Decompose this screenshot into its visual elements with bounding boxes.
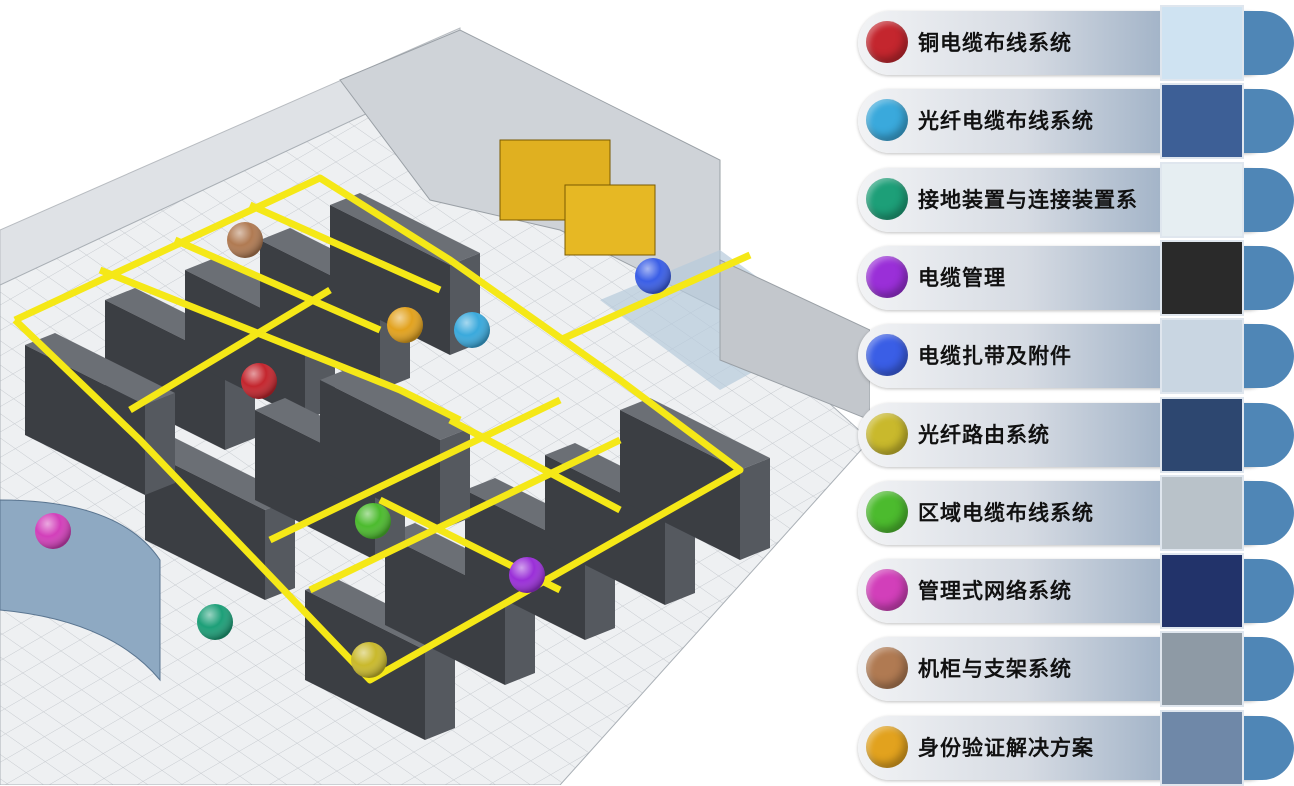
cable-tray bbox=[173, 236, 382, 334]
color-marker-icon bbox=[866, 647, 908, 690]
system-marker[interactable] bbox=[241, 363, 277, 399]
legend-label: 身份验证解决方案 bbox=[918, 735, 1094, 760]
color-marker-icon bbox=[866, 177, 908, 220]
legend-label: 区域电缆布线系统 bbox=[918, 500, 1094, 525]
legend-label: 光纤路由系统 bbox=[918, 422, 1050, 447]
legend-item[interactable]: 身份验证解决方案 bbox=[858, 709, 1294, 786]
legend-label: 光纤电缆布线系统 bbox=[918, 109, 1094, 134]
system-marker[interactable] bbox=[509, 557, 545, 593]
cable-tray bbox=[12, 174, 744, 684]
system-marker[interactable] bbox=[35, 513, 71, 549]
legend-item[interactable]: 光纤电缆布线系统 bbox=[858, 83, 1294, 160]
legend-label: 电缆扎带及附件 bbox=[918, 344, 1072, 369]
system-marker[interactable] bbox=[351, 642, 387, 678]
legend-item[interactable]: 机柜与支架系统 bbox=[858, 631, 1294, 708]
system-marker[interactable] bbox=[635, 258, 671, 294]
server-rack-row bbox=[320, 368, 470, 530]
product-thumbnail bbox=[1160, 631, 1244, 708]
legend-item[interactable]: 电缆扎带及附件 bbox=[858, 318, 1294, 395]
legend-label: 电缆管理 bbox=[918, 265, 1006, 290]
system-marker[interactable] bbox=[454, 312, 490, 348]
product-thumbnail bbox=[1160, 161, 1244, 238]
legend-item[interactable]: 接地装置与连接装置系 bbox=[858, 161, 1294, 238]
cable-tray bbox=[248, 201, 442, 294]
legend-item[interactable]: 电缆管理 bbox=[858, 239, 1294, 316]
color-marker-icon bbox=[866, 255, 908, 298]
legend-label: 管理式网络系统 bbox=[918, 579, 1072, 604]
cable-tray bbox=[558, 251, 752, 344]
legend-label: 机柜与支架系统 bbox=[918, 657, 1072, 682]
system-marker[interactable] bbox=[355, 503, 391, 539]
product-thumbnail bbox=[1160, 318, 1244, 395]
color-marker-icon bbox=[866, 334, 908, 377]
generator-2 bbox=[564, 184, 656, 256]
system-marker[interactable] bbox=[387, 307, 423, 343]
color-marker-icon bbox=[866, 725, 908, 768]
legend-item[interactable]: 光纤路由系统 bbox=[858, 396, 1294, 473]
legend-item[interactable]: 铜电缆布线系统 bbox=[858, 5, 1294, 81]
cable-tray bbox=[98, 266, 462, 424]
color-marker-icon bbox=[866, 99, 908, 142]
control-desk bbox=[0, 499, 161, 682]
legend-item[interactable]: 管理式网络系统 bbox=[858, 553, 1294, 630]
legend-label: 铜电缆布线系统 bbox=[918, 31, 1072, 55]
legend-label: 接地装置与连接装置系 bbox=[918, 187, 1138, 212]
color-marker-icon bbox=[866, 21, 908, 63]
legend: 铜电缆布线系统 光纤电缆布线系统 接地装置与连接装置系 电缆管理 电缆扎带及附件… bbox=[858, 0, 1294, 786]
product-thumbnail bbox=[1160, 239, 1244, 316]
product-thumbnail bbox=[1160, 709, 1244, 786]
color-marker-icon bbox=[866, 412, 908, 455]
product-thumbnail bbox=[1160, 474, 1244, 551]
side-wall bbox=[719, 259, 870, 421]
system-marker[interactable] bbox=[197, 604, 233, 640]
color-marker-icon bbox=[866, 569, 908, 612]
cable-tray bbox=[128, 286, 332, 414]
cable-tray bbox=[448, 416, 622, 514]
product-thumbnail bbox=[1160, 553, 1244, 630]
system-marker[interactable] bbox=[227, 222, 263, 258]
product-thumbnail bbox=[1160, 396, 1244, 473]
cable-tray bbox=[308, 436, 622, 594]
product-thumbnail bbox=[1160, 83, 1244, 160]
cable-tray bbox=[268, 396, 562, 544]
data-center-illustration bbox=[0, 27, 870, 785]
color-marker-icon bbox=[866, 490, 908, 533]
product-thumbnail bbox=[1160, 5, 1244, 81]
legend-item[interactable]: 区域电缆布线系统 bbox=[858, 474, 1294, 551]
